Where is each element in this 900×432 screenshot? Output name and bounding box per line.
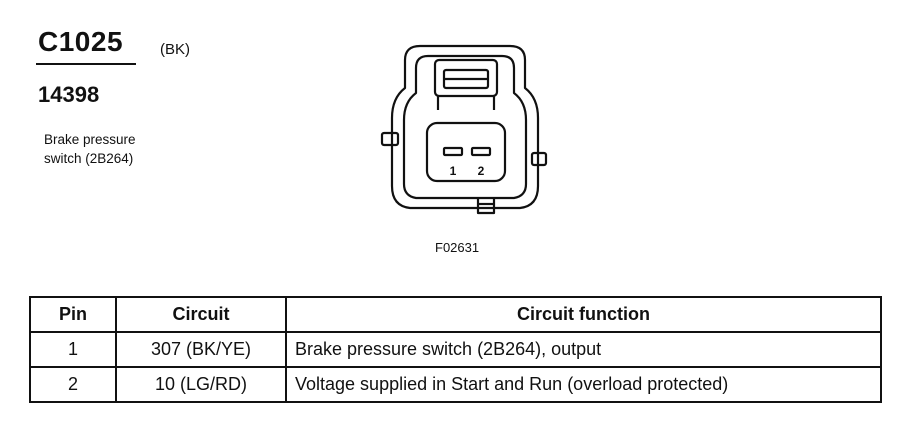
cell-pin: 2 [29, 366, 117, 403]
terminal-1 [442, 146, 464, 157]
component-description: Brake pressure switch (2B264) [44, 130, 136, 168]
cell-circuit: 10 (LG/RD) [115, 366, 287, 403]
connector-face-drawing: 1 2 [380, 44, 548, 215]
table-header-row: Pin Circuit Circuit function [29, 296, 882, 333]
connector-inner-housing [402, 54, 528, 200]
cell-function: Voltage supplied in Start and Run (overl… [285, 366, 882, 403]
connector-id-underline [36, 63, 136, 65]
part-number: 14398 [38, 82, 100, 107]
connector-outer-housing [390, 44, 540, 210]
right-side-tab [530, 151, 548, 167]
header-pin: Pin [29, 296, 117, 333]
table-row: 2 10 (LG/RD) Voltage supplied in Start a… [29, 366, 882, 403]
figure-code: F02631 [435, 240, 480, 255]
connector-id: C1025 [38, 26, 124, 57]
pin-label-2: 2 [478, 164, 485, 178]
pin-label-1: 1 [450, 164, 457, 178]
terminal-2 [470, 146, 492, 157]
latch-outer [433, 58, 499, 98]
pin-cavity [425, 121, 507, 183]
description-line-1: Brake pressure [44, 132, 136, 147]
table-row: 1 307 (BK/YE) Brake pressure switch (2B2… [29, 331, 882, 368]
connector-color-code: (BK) [160, 41, 190, 58]
cell-circuit: 307 (BK/YE) [115, 331, 287, 368]
header-circuit: Circuit [115, 296, 287, 333]
cell-pin: 1 [29, 331, 117, 368]
left-side-tab [380, 131, 400, 147]
bottom-key [476, 198, 496, 215]
description-line-2: switch (2B264) [44, 151, 134, 166]
header-circuit-function: Circuit function [285, 296, 882, 333]
cell-function: Brake pressure switch (2B264), output [285, 331, 882, 368]
pinout-table: Pin Circuit Circuit function 1 307 (BK/Y… [29, 296, 882, 403]
